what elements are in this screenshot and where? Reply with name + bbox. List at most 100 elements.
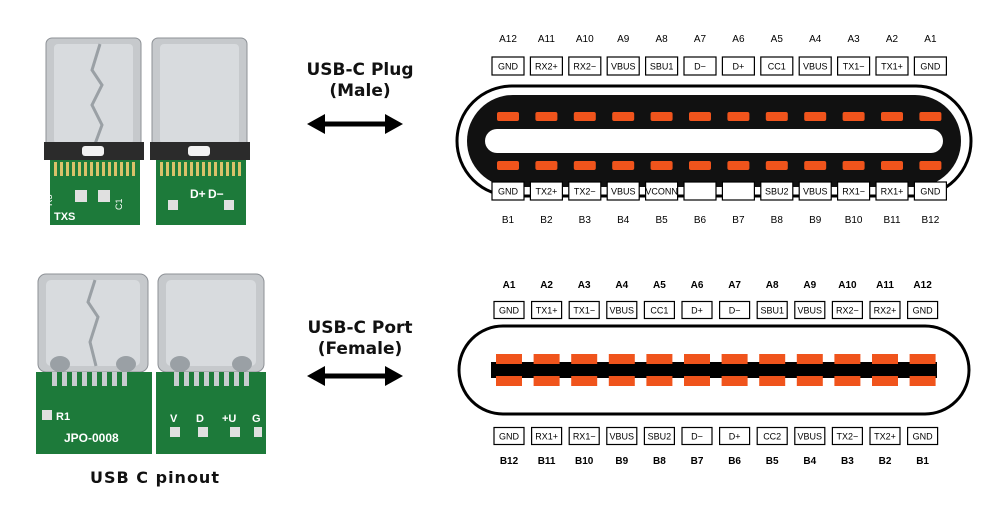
plug-bottom-pin-box bbox=[913, 181, 947, 201]
board-label-dminus: D− bbox=[208, 187, 224, 201]
plug-bottom-pin-label: TX2− bbox=[574, 187, 596, 197]
plug-top-pin-box bbox=[837, 56, 871, 76]
port-bottom-contact bbox=[533, 376, 560, 386]
board-label-r1: R1 bbox=[56, 411, 70, 423]
port-top-pin-box bbox=[756, 300, 788, 320]
port-title: USB-C Port (Female) bbox=[280, 318, 440, 360]
port-top-contact bbox=[646, 354, 673, 364]
plug-bottom-pin-id: B6 bbox=[694, 215, 707, 226]
plug-top-contact bbox=[727, 112, 750, 121]
port-bottom-pin-box bbox=[493, 426, 525, 446]
plug-top-pin-label: TX1− bbox=[843, 62, 865, 72]
plug-bottom-pin-id: B7 bbox=[732, 215, 745, 226]
port-bottom-pin-label: GND bbox=[499, 432, 520, 442]
port-top-contact bbox=[533, 354, 560, 364]
plug-top-pin-id: A9 bbox=[617, 34, 630, 45]
plug-top-contact bbox=[765, 112, 788, 121]
plug-bottom-pin-box bbox=[568, 181, 602, 201]
port-top-pin-label: RX2− bbox=[836, 306, 859, 316]
port-top-pin-id: A7 bbox=[728, 280, 741, 291]
plug-title-line2: (Male) bbox=[329, 81, 391, 101]
port-bottom-contact bbox=[684, 376, 710, 386]
plug-bottom-pin-label: VBUS bbox=[611, 187, 636, 197]
port-bottom-pin-label: VBUS bbox=[798, 432, 823, 442]
plug-top-pin-box bbox=[683, 56, 717, 76]
port-bottom-pin-id: B9 bbox=[615, 456, 628, 467]
plug-top-contact bbox=[535, 112, 558, 121]
plug-title: USB-C Plug (Male) bbox=[280, 60, 440, 102]
port-bottom-pin-label: SBU2 bbox=[648, 432, 672, 442]
plug-bottom-pin-id: B3 bbox=[579, 215, 592, 226]
double-arrow-icon bbox=[307, 114, 403, 134]
port-bottom-pin-box bbox=[756, 426, 788, 446]
plug-bottom-contact bbox=[804, 161, 827, 170]
port-bottom-contact bbox=[834, 376, 861, 386]
plug-top-contact bbox=[612, 112, 635, 121]
plug-top-contact bbox=[497, 112, 519, 121]
plug-pinout-diagram: A12GNDGNDB1A11RX2+TX2+B2A10RX2−TX2−B3A9V… bbox=[455, 34, 973, 226]
plug-bottom-pin-id: B11 bbox=[883, 215, 900, 226]
port-bottom-pin-id: B5 bbox=[766, 456, 779, 467]
port-top-contact bbox=[834, 354, 861, 364]
port-top-pin-box bbox=[681, 300, 713, 320]
port-tongue bbox=[491, 362, 937, 378]
port-bottom-contact bbox=[872, 376, 898, 386]
port-bottom-pin-box bbox=[530, 426, 563, 446]
port-top-pin-box bbox=[831, 300, 863, 320]
plug-top-pin-label: D− bbox=[694, 62, 706, 72]
port-bottom-pin-id: B1 bbox=[916, 456, 929, 467]
port-bottom-pin-box bbox=[606, 426, 638, 446]
port-bottom-contact bbox=[496, 376, 522, 386]
port-bottom-pin-box bbox=[869, 426, 901, 446]
plug-top-pin-label: TX1+ bbox=[881, 62, 903, 72]
port-top-pin-label: TX1+ bbox=[536, 306, 558, 316]
port-top-pin-id: A8 bbox=[766, 280, 779, 291]
port-top-pin-id: A2 bbox=[540, 280, 553, 291]
port-board-left: R1 JPO-0008 bbox=[36, 273, 152, 454]
port-top-pin-label: TX1− bbox=[573, 306, 595, 316]
port-title-line2: (Female) bbox=[317, 339, 403, 359]
port-top-contact bbox=[496, 354, 522, 364]
port-pinout-diagram: A1GNDGNDB12A2TX1+RX1+B11A3TX1−RX1−B10A4V… bbox=[457, 280, 971, 467]
port-top-pin-id: A1 bbox=[503, 280, 516, 291]
plug-top-pin-box bbox=[798, 56, 832, 76]
port-top-pin-box bbox=[606, 300, 638, 320]
plug-bottom-pin-label: SBU2 bbox=[765, 187, 789, 197]
port-bottom-pin-id: B2 bbox=[879, 456, 892, 467]
board-label-u: +U bbox=[222, 413, 236, 425]
plug-top-pin-box bbox=[606, 56, 640, 76]
port-top-pin-label: CC1 bbox=[650, 306, 668, 316]
port-top-pin-label: SBU1 bbox=[760, 306, 784, 316]
plug-bottom-pin-id: B1 bbox=[502, 215, 515, 226]
plug-top-pin-id: A12 bbox=[499, 34, 517, 45]
plug-bottom-pin-box bbox=[837, 181, 871, 201]
plug-bottom-pin-id: B9 bbox=[809, 215, 822, 226]
plug-top-pin-label: VBUS bbox=[803, 62, 828, 72]
plug-bottom-pin-box bbox=[529, 181, 564, 201]
plug-bottom-pin-box bbox=[645, 181, 679, 201]
plug-top-pin-id: A5 bbox=[771, 34, 784, 45]
plug-top-pin-box bbox=[875, 56, 909, 76]
port-bottom-pin-label: TX2+ bbox=[874, 432, 896, 442]
port-bottom-pin-box bbox=[681, 426, 713, 446]
plug-top-pin-box bbox=[645, 56, 679, 76]
port-bottom-contact bbox=[759, 376, 786, 386]
plug-top-pin-id: A2 bbox=[886, 34, 899, 45]
plug-bottom-pin-label: GND bbox=[920, 187, 941, 197]
port-bottom-pin-label: D− bbox=[691, 432, 703, 442]
port-bottom-pin-box bbox=[794, 426, 826, 446]
plug-bottom-pin-label: RX1− bbox=[842, 187, 865, 197]
port-board-right: V D +U G bbox=[156, 273, 266, 454]
plug-bottom-pin-box bbox=[683, 181, 717, 201]
plug-top-contact bbox=[881, 112, 903, 121]
port-bottom-pin-id: B3 bbox=[841, 456, 854, 467]
port-bottom-contact bbox=[646, 376, 673, 386]
plug-bottom-pin-label: TX2+ bbox=[536, 187, 558, 197]
port-bottom-pin-label: D+ bbox=[729, 432, 741, 442]
plug-top-pin-id: A4 bbox=[809, 34, 822, 45]
double-arrow-icon bbox=[307, 366, 403, 386]
plug-bottom-contact bbox=[919, 161, 942, 170]
port-bottom-pin-label: VBUS bbox=[610, 432, 635, 442]
board-label-c1: C1 bbox=[114, 198, 124, 210]
port-top-pin-id: A10 bbox=[838, 280, 857, 291]
